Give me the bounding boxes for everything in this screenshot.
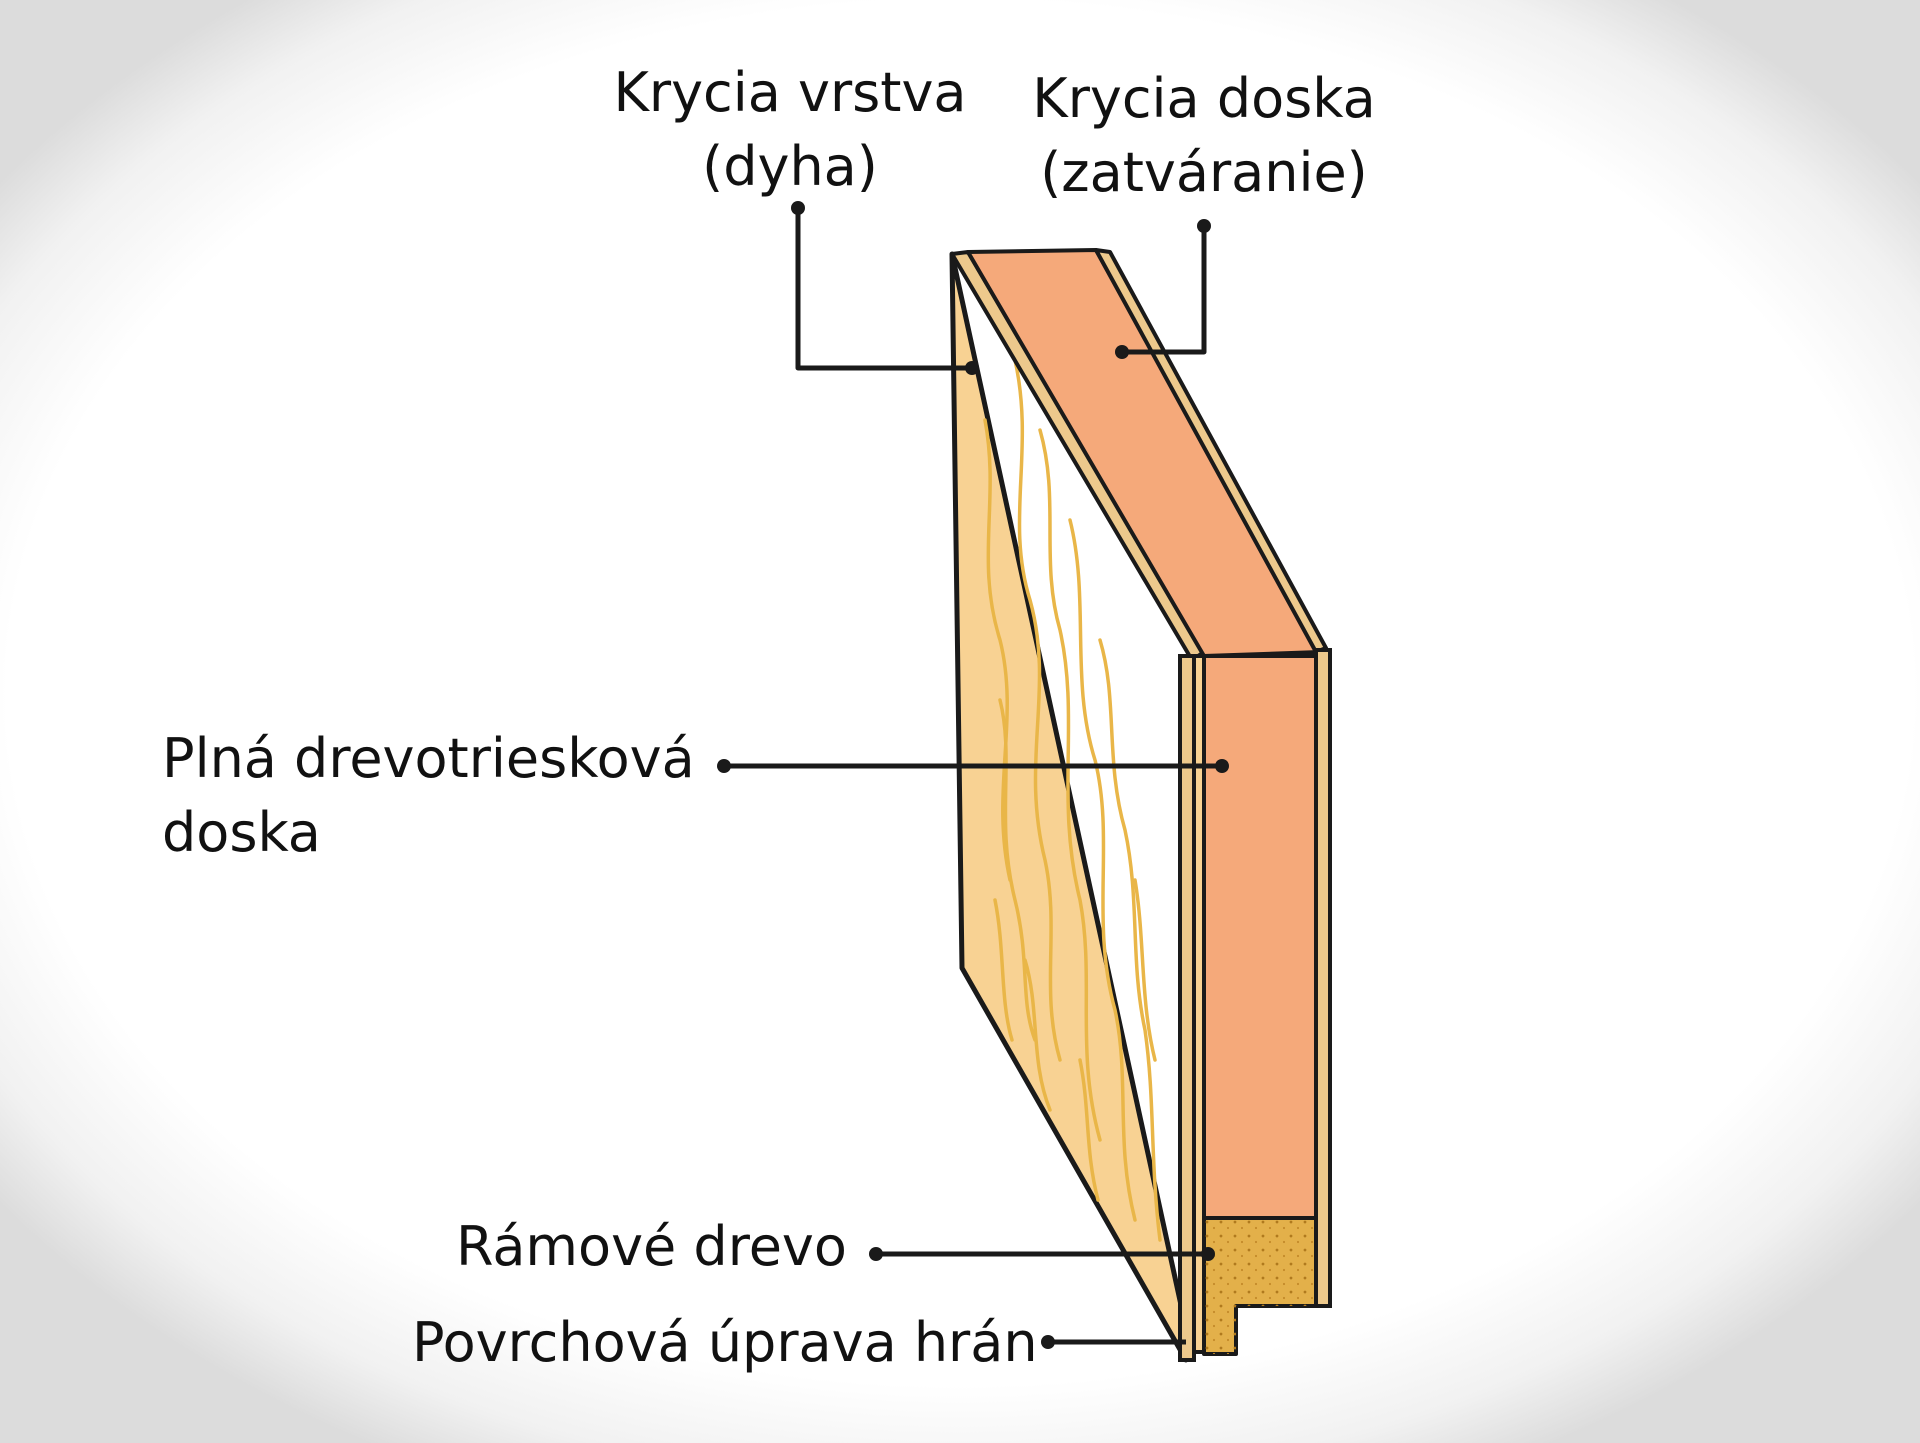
label-chipboard-line1: Plná drevotriesková [162, 727, 695, 790]
label-veneer-line1: Krycia vrstva [613, 61, 967, 124]
label-frame-wood: Rámové drevo [456, 1215, 847, 1278]
label-chipboard-line2: doska [162, 801, 321, 864]
label-edge-finish: Povrchová úprava hrán [412, 1311, 1038, 1374]
label-cover-board-line2: (zatváranie) [1040, 141, 1368, 204]
leader-dots [717, 201, 1229, 1349]
chipboard-cross-section [1202, 654, 1318, 1220]
cover-board-vertical [1314, 648, 1332, 1308]
leader-cover-board [1120, 226, 1207, 355]
leader-veneer [795, 210, 972, 371]
label-veneer: Krycia vrstva (dyha) [600, 56, 980, 204]
label-chipboard: Plná drevotriesková doska [162, 722, 695, 870]
wood-grain [983, 358, 1162, 1242]
label-cover-board: Krycia doska (zatváranie) [1014, 62, 1394, 210]
label-veneer-line2: (dyha) [702, 135, 878, 198]
label-cover-board-line1: Krycia doska [1032, 67, 1376, 130]
leader-lines [724, 210, 1222, 1345]
frame-wood-texture [1204, 1218, 1316, 1354]
